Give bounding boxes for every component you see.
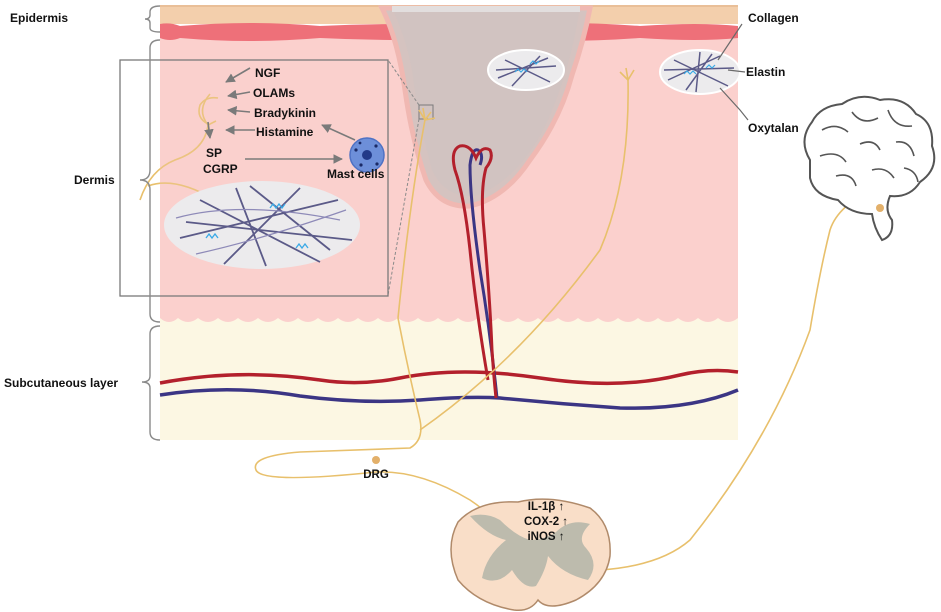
marker-inos: iNOS ↑ — [527, 531, 564, 543]
label-elastin: Elastin — [746, 65, 785, 79]
label-bradykinin: Bradykinin — [254, 106, 316, 120]
label-histamine: Histamine — [256, 125, 314, 139]
inset-box: NGF OLAMs Bradykinin Histamine SP CGRP M… — [119, 59, 389, 297]
label-mast-cells: Mast cells — [327, 167, 385, 181]
artery-loop — [451, 144, 498, 399]
spinal-cord — [450, 498, 611, 612]
brain-icon — [803, 95, 936, 242]
label-epidermis: Epidermis — [10, 11, 68, 25]
vein-line — [159, 388, 739, 410]
label-oxytalan: Oxytalan — [748, 121, 799, 135]
label-olams: OLAMs — [253, 86, 295, 100]
label-ngf: NGF — [255, 66, 280, 80]
brain-nerve-node — [876, 204, 884, 212]
drg-node — [372, 456, 380, 464]
label-dermis: Dermis — [74, 173, 115, 187]
fiber-oval-right — [659, 49, 741, 95]
label-sp: SP — [206, 146, 222, 160]
drg-label: DRG — [363, 469, 389, 481]
label-collagen: Collagen — [748, 11, 799, 25]
artery-line — [159, 368, 739, 386]
label-cgrp: CGRP — [203, 162, 238, 176]
subcutaneous-layer — [160, 318, 738, 440]
marker-cox2: COX-2 ↑ — [524, 516, 568, 528]
layer-brackets — [139, 5, 161, 441]
fiber-oval-wound — [487, 49, 565, 91]
marker-il1b: IL-1β ↑ — [528, 501, 564, 513]
label-subcutaneous: Subcutaneous layer — [4, 376, 118, 390]
gray-matter — [470, 514, 594, 587]
